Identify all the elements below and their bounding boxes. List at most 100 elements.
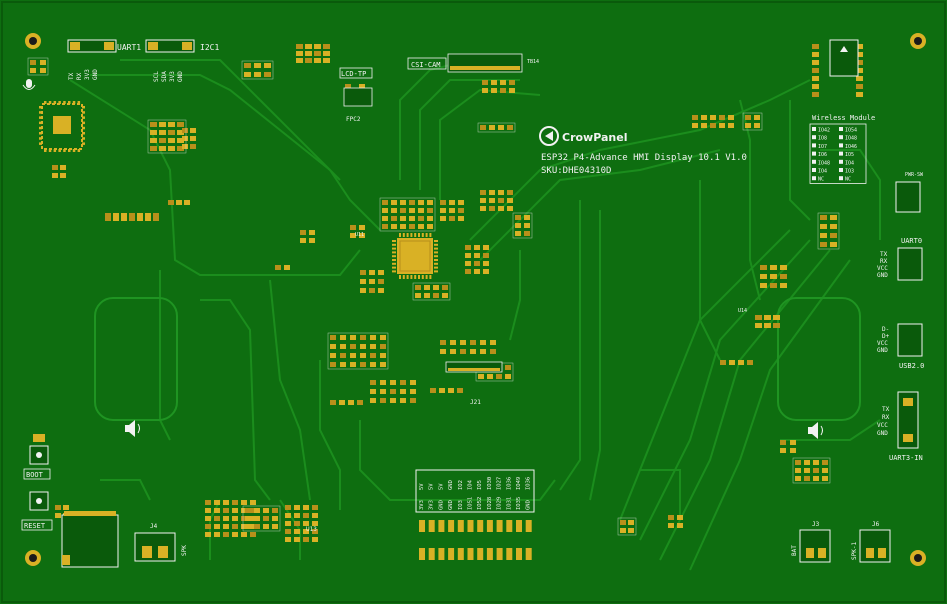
csi-cam-label: CSI-CAM (411, 61, 441, 69)
i2c1-pin-labels: SCL SDA 3V3 GND (153, 71, 184, 82)
wireless-pin-label: IO46 (845, 144, 857, 150)
wireless-pin-label: NC (845, 177, 851, 183)
wireless-pin-label: IO54 (845, 128, 857, 134)
rf-module-left (41, 103, 83, 150)
svg-text:SDA: SDA (161, 71, 168, 82)
wireless-title: Wireless Module (812, 114, 875, 122)
wireless-pin-label: IO6 (818, 152, 827, 158)
wireless-pin-label: IO4 (845, 160, 854, 166)
svg-text:VCC: VCC (877, 340, 888, 347)
wireless-pin-label: IO8 (818, 136, 827, 142)
svg-text:3V3: 3V3 (84, 69, 91, 80)
header-pin-label: IO36 (526, 477, 532, 490)
svg-text:SCL: SCL (153, 71, 160, 82)
svg-text:GND: GND (877, 272, 888, 279)
svg-text:D+: D+ (882, 333, 890, 340)
header-pin-label: IO4 (468, 479, 474, 490)
main-soc (397, 238, 433, 274)
uart0-pin-labels: TX RX VCC GND (877, 251, 888, 279)
svg-text:RX: RX (76, 72, 83, 80)
header-pin-label: IO29 (497, 497, 503, 510)
usb20-pin-labels: D- D+ VCC GND (877, 326, 890, 354)
uart0-connector (897, 247, 923, 281)
brand-label: CrowPanel (562, 131, 627, 144)
copper-traces (69, 59, 881, 571)
tb14-label: TB14 (527, 59, 539, 65)
spk-label: SPK (181, 545, 188, 556)
uart1-connector (67, 39, 117, 53)
svg-text:TX: TX (68, 72, 75, 80)
svg-text:TX: TX (880, 251, 888, 258)
svg-text:VCC: VCC (877, 422, 888, 429)
header-pin-label: 5V (438, 483, 444, 490)
fpc2-connector (343, 87, 373, 107)
u14-label: U14 (738, 308, 747, 314)
header-pin-label: IO27 (497, 477, 503, 490)
header-pin-label: GND (448, 500, 454, 510)
wireless-pin-label: IO42 (818, 128, 830, 134)
j6-label: J6 (872, 521, 880, 528)
wireless-module-footprint (829, 39, 859, 77)
microphone-icon (22, 79, 36, 90)
wireless-pin-label: IO5 (845, 152, 854, 158)
wireless-pin-label: IO7 (818, 144, 827, 150)
lcd-tp-label: LCD-TP (341, 70, 366, 78)
header-pin-label: GND (438, 500, 444, 510)
mounting-holes (25, 33, 926, 566)
j4-label: J4 (150, 523, 158, 530)
j21-label: J21 (470, 399, 481, 406)
u13-label: U13 (306, 526, 317, 533)
wireless-pin-label: IO4 (818, 169, 827, 175)
wireless-pin-label: IO48 (845, 136, 857, 142)
header-pin-label: IO52 (477, 497, 483, 510)
i2c1-label: I2C1 (200, 43, 219, 52)
pwr-sw-label: PWR-SW (905, 172, 924, 178)
reset-label: RESET (24, 522, 46, 530)
header-pin-label: IO30 (487, 477, 493, 490)
header-pin-label: IO3 (458, 500, 464, 510)
header-pin-label: 3V3 (429, 500, 435, 510)
header-pin-label: IO31 (506, 497, 512, 510)
header-pin-label: IO2 (458, 480, 464, 490)
uart3-pin-labels: TX RX VCC GND (877, 406, 890, 437)
j3-label: J3 (812, 521, 820, 528)
svg-text:D-: D- (882, 326, 889, 333)
uart1-pin-labels: TX RX 3V3 GND (68, 69, 99, 80)
wireless-pin-label: NC (818, 177, 824, 183)
j21-connector (445, 361, 503, 373)
header-pin-label: IO35 (516, 497, 522, 510)
uart1-label: UART1 (117, 43, 141, 52)
header-pin-label: IO51 (468, 497, 474, 510)
svg-text:TX: TX (882, 406, 890, 413)
sku-label: SKU:DHE04310D (541, 166, 611, 176)
gpio-header-pins (419, 520, 532, 560)
header-pin-label: GND (448, 480, 454, 490)
header-pin-label: 5V (419, 483, 425, 490)
header-pin-label: IO28 (487, 497, 493, 510)
usb20-connector (897, 323, 923, 357)
fpc2-label: FPC2 (346, 116, 361, 123)
uart3-label: UART3-IN (889, 454, 923, 462)
svg-text:GND: GND (177, 71, 184, 82)
uart0-label: UART0 (901, 237, 922, 245)
speaker-icon-right (808, 422, 823, 439)
reset-button (29, 491, 49, 511)
board-name-label: ESP32 P4-Advance HMI Display 10.1 V1.0 (541, 153, 747, 163)
boot-label: BOOT (26, 471, 44, 479)
u11-label: U11 (355, 232, 364, 238)
usb20-label: USB2.0 (899, 362, 924, 370)
svg-text:RX: RX (882, 414, 890, 421)
sd-card-slot (61, 511, 119, 568)
wireless-pin-label: IO48 (818, 160, 830, 166)
svg-text:3V3: 3V3 (169, 71, 176, 82)
svg-text:GND: GND (92, 69, 99, 80)
header-pin-label: IO5 (477, 480, 483, 490)
header-pin-label: IO36 (506, 477, 512, 490)
header-pin-label: IO49 (516, 477, 522, 490)
wireless-pin-label: IO3 (845, 169, 854, 175)
